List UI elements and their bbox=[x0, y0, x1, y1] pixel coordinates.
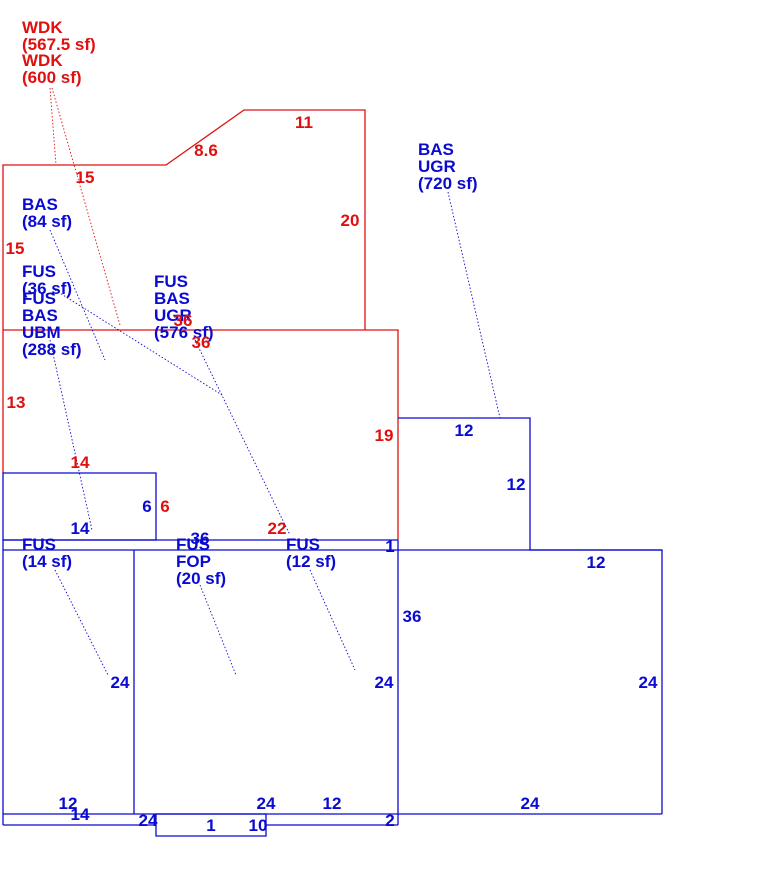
area-label-line: (20 sf) bbox=[176, 569, 226, 588]
area-label-line: FUS bbox=[154, 272, 188, 291]
area-label-line: (288 sf) bbox=[22, 340, 82, 359]
dimension-label: 6 bbox=[160, 497, 169, 516]
red-outlines bbox=[2, 109, 399, 540]
area-label-line: FUS bbox=[22, 289, 56, 308]
leader-fus-288 bbox=[49, 339, 93, 531]
leader-fop-20 bbox=[199, 584, 237, 676]
dimension-label: 14 bbox=[71, 519, 90, 538]
area-label-line: (576 sf) bbox=[154, 323, 214, 342]
leader-fus-576 bbox=[194, 339, 291, 536]
area-label-line: UGR bbox=[154, 306, 192, 325]
area-label-line: (84 sf) bbox=[22, 212, 72, 231]
dimension-label: 19 bbox=[375, 426, 394, 445]
dimension-label: 12 bbox=[587, 553, 606, 572]
dimension-label: 11 bbox=[295, 113, 313, 132]
blue-outlines bbox=[2, 417, 663, 837]
area-label-line: (600 sf) bbox=[22, 68, 82, 87]
leader-fus-36 bbox=[54, 289, 223, 396]
leader-fus-14 bbox=[54, 569, 109, 676]
area-label-line: UBM bbox=[22, 323, 61, 342]
dimension-label: 1 bbox=[206, 816, 215, 835]
dimension-label: 24 bbox=[521, 794, 540, 813]
area-label-line: FUS bbox=[176, 535, 210, 554]
dimension-label: 14 bbox=[71, 805, 90, 824]
deck-upper-outline bbox=[2, 109, 366, 330]
dimension-label: 1 bbox=[385, 537, 394, 556]
area-label-line: FOP bbox=[176, 552, 211, 571]
area-label-line: (567.5 sf) bbox=[22, 35, 96, 54]
area-label-line: BAS bbox=[22, 306, 58, 325]
area-label-fus-14: FUS(14 sf) bbox=[22, 535, 72, 571]
area-label-wdk-567: WDK(567.5 sf) bbox=[22, 18, 96, 54]
dimension-label: 36 bbox=[174, 311, 193, 330]
deck-lower-outline bbox=[3, 329, 399, 540]
area-label-line: WDK bbox=[22, 51, 63, 70]
area-label-fus-12: FUS(12 sf) bbox=[286, 535, 336, 571]
dimension-label: 22 bbox=[268, 519, 287, 538]
dimension-label: 36 bbox=[192, 333, 211, 352]
area-label-line: UGR bbox=[418, 157, 456, 176]
dimension-label: 12 bbox=[455, 421, 474, 440]
dimension-label: 20 bbox=[341, 211, 360, 230]
area-label-line: BAS bbox=[22, 195, 58, 214]
dimension-label: 24 bbox=[257, 794, 276, 813]
dimension-label: 12 bbox=[507, 475, 526, 494]
dimension-label: 15 bbox=[6, 239, 25, 258]
dimension-label: 24 bbox=[375, 673, 394, 692]
area-label-fus-36: FUS(36 sf) bbox=[22, 262, 72, 298]
dimension-label: 24 bbox=[111, 673, 130, 692]
area-label-line: (36 sf) bbox=[22, 279, 72, 298]
area-label-line: BAS bbox=[418, 140, 454, 159]
dimension-label: 1 bbox=[0, 0, 5, 4]
dimension-label: 24 bbox=[139, 811, 158, 830]
dimension-label: 13 bbox=[7, 393, 26, 412]
area-label-line: WDK bbox=[22, 18, 63, 37]
dimension-label: 14 bbox=[71, 453, 90, 472]
dimension-label: 36 bbox=[191, 529, 210, 548]
dimension-label: 2 bbox=[385, 811, 394, 830]
dimension-label: 10 bbox=[249, 816, 268, 835]
leader-wdk-a bbox=[49, 87, 57, 166]
area-label-line: FUS bbox=[22, 535, 56, 554]
leader-fus-12 bbox=[309, 569, 356, 671]
leader-wdk-b bbox=[51, 87, 121, 326]
leader-lines bbox=[49, 87, 501, 676]
area-label-line: BAS bbox=[154, 289, 190, 308]
dimension-label: 36 bbox=[403, 607, 422, 626]
step-box-outline bbox=[155, 813, 267, 837]
area-label-line: FUS bbox=[22, 262, 56, 281]
dimension-label: 24 bbox=[639, 673, 658, 692]
dimension-label: 6 bbox=[142, 497, 151, 516]
area-label-line: FUS bbox=[286, 535, 320, 554]
area-label-line: (720 sf) bbox=[418, 174, 478, 193]
dimension-label: 12 bbox=[59, 794, 78, 813]
area-label-line: (14 sf) bbox=[22, 552, 72, 571]
area-label-bas-84: BAS(84 sf) bbox=[22, 195, 72, 231]
area-label-wdk-600: WDK(600 sf) bbox=[22, 51, 82, 87]
leader-bas-ugr bbox=[447, 191, 501, 419]
dimension-label: 8.6 bbox=[194, 141, 218, 160]
garage-outline bbox=[398, 417, 663, 814]
dimension-label: 15 bbox=[76, 168, 95, 187]
dimension-label: 12 bbox=[323, 794, 342, 813]
area-label-line: (12 sf) bbox=[286, 552, 336, 571]
leader-bas-84 bbox=[49, 229, 106, 361]
